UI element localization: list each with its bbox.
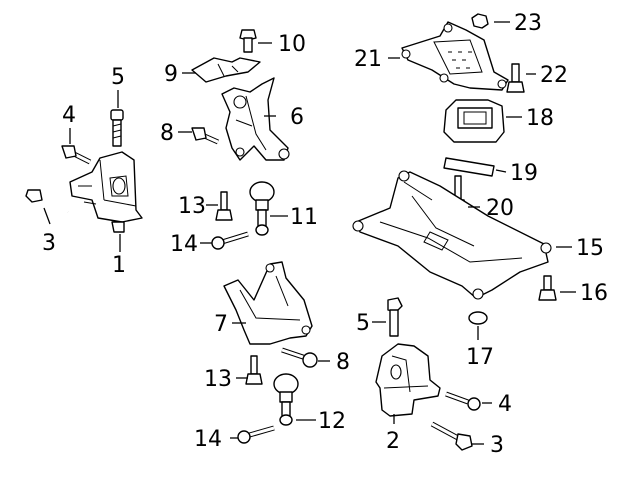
part-bracket-upper[interactable] xyxy=(221,77,290,161)
callout-3-right: 3 xyxy=(490,433,504,458)
callout-14-upper: 14 xyxy=(170,232,198,257)
callout-5-right: 5 xyxy=(356,311,370,336)
bolt-part-4-right[interactable] xyxy=(445,391,481,411)
callout-12: 12 xyxy=(318,409,346,434)
bolt-part-13-upper[interactable] xyxy=(215,191,233,221)
bolt-part-5-right[interactable] xyxy=(387,297,403,337)
callout-14-lower: 14 xyxy=(194,427,222,452)
callout-22: 22 xyxy=(540,63,568,88)
callout-2: 2 xyxy=(386,429,400,454)
callout-16: 16 xyxy=(580,281,608,306)
callout-23: 23 xyxy=(514,11,542,36)
bolt-part-3-left[interactable] xyxy=(25,189,69,214)
callout-13-upper: 13 xyxy=(178,194,206,219)
callout-labels: 1 2 3 3 4 4 5 5 6 7 8 8 9 10 11 12 13 13… xyxy=(42,11,608,458)
callout-6: 6 xyxy=(290,105,304,130)
bolt-part-8-upper[interactable] xyxy=(191,127,220,145)
callout-10: 10 xyxy=(278,32,306,57)
callout-3-left: 3 xyxy=(42,231,56,256)
bolt-part-14-lower[interactable] xyxy=(237,425,275,444)
callout-1: 1 xyxy=(112,253,126,278)
callout-5-left: 5 xyxy=(111,65,125,90)
callout-8-upper: 8 xyxy=(160,121,174,146)
bolt-part-4-left[interactable] xyxy=(61,145,92,165)
part-link-lower[interactable] xyxy=(273,373,299,426)
washer-part-17[interactable] xyxy=(468,311,488,325)
part-plate[interactable] xyxy=(443,157,495,177)
part-engine-mount-left[interactable] xyxy=(69,151,143,233)
callout-17: 17 xyxy=(466,345,494,370)
bolt-part-16[interactable] xyxy=(538,275,557,301)
callout-4-right: 4 xyxy=(498,392,512,417)
part-heat-shield[interactable] xyxy=(191,57,261,83)
nut-part-23[interactable] xyxy=(471,13,489,29)
callout-15: 15 xyxy=(576,236,604,261)
part-transmission-bracket[interactable] xyxy=(401,21,509,91)
callout-7: 7 xyxy=(214,312,228,337)
callout-21: 21 xyxy=(354,47,382,72)
bolt-part-10[interactable] xyxy=(239,29,257,53)
callout-20: 20 xyxy=(486,196,514,221)
bolt-part-13-lower[interactable] xyxy=(245,355,263,385)
callout-19: 19 xyxy=(510,161,538,186)
part-subframe[interactable] xyxy=(352,170,552,300)
callout-4-left: 4 xyxy=(62,103,76,128)
part-bracket-lower[interactable] xyxy=(223,261,313,345)
bolt-part-3-right[interactable] xyxy=(430,421,473,451)
bolt-part-14-upper[interactable] xyxy=(211,231,249,250)
callout-8-lower: 8 xyxy=(336,350,350,375)
bolt-part-22[interactable] xyxy=(506,63,525,93)
callout-9: 9 xyxy=(164,62,178,87)
leader-lines xyxy=(43,21,576,445)
callout-11: 11 xyxy=(290,205,318,230)
part-transmission-mount[interactable] xyxy=(443,99,505,143)
bolt-part-8-lower[interactable] xyxy=(281,347,318,368)
bolt-part-5-left[interactable] xyxy=(110,109,124,147)
part-engine-mount-right[interactable] xyxy=(375,343,441,417)
part-link-upper[interactable] xyxy=(249,181,275,236)
callout-13-lower: 13 xyxy=(204,367,232,392)
callout-18: 18 xyxy=(526,106,554,131)
